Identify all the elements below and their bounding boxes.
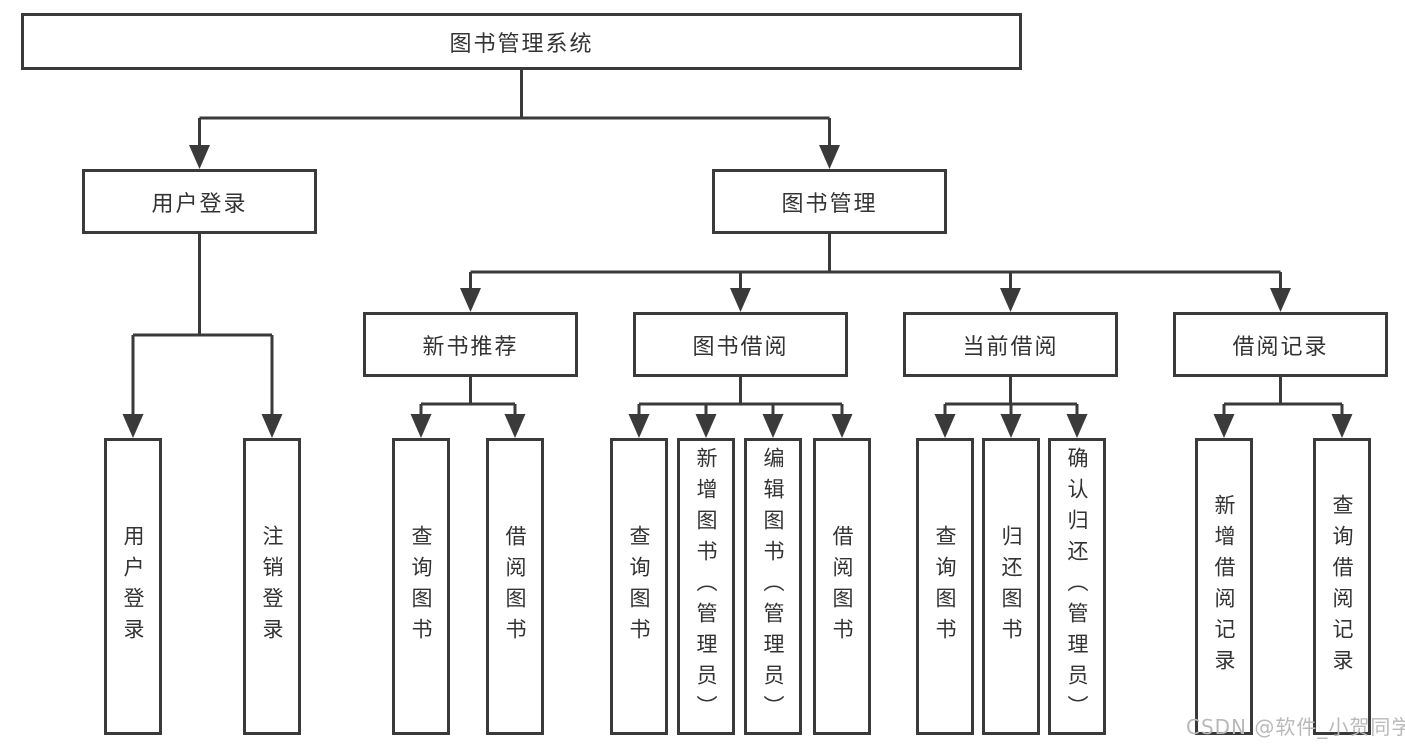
leaf-return-books: 归还图书	[982, 438, 1040, 735]
leaf-borrow-books-recommend: 借阅图书	[486, 438, 544, 735]
leaf-label: 确认归还（管理员）	[1065, 447, 1089, 726]
leaf-label: 归还图书	[999, 524, 1023, 649]
arrowhead-down-icons	[122, 145, 1353, 438]
node-book-management: 图书管理	[712, 169, 947, 234]
leaf-label: 注销登录	[260, 524, 284, 649]
leaf-label: 借阅图书	[503, 524, 527, 649]
node-root-system: 图书管理系统	[21, 13, 1022, 70]
leaf-label: 新增借阅记录	[1212, 493, 1236, 680]
leaf-label: 查询图书	[627, 524, 651, 649]
node-user-login: 用户登录	[82, 169, 317, 234]
leaf-add-borrow-record: 新增借阅记录	[1195, 438, 1253, 735]
leaf-borrow-books: 借阅图书	[813, 438, 871, 735]
leaf-edit-books-admin: 编辑图书（管理员）	[744, 438, 802, 735]
leaf-label: 查询图书	[409, 524, 433, 649]
leaf-confirm-return-admin: 确认归还（管理员）	[1048, 438, 1106, 735]
leaf-label: 查询图书	[933, 524, 957, 649]
node-book-borrowing: 图书借阅	[633, 312, 848, 377]
leaf-add-books-admin: 新增图书（管理员）	[677, 438, 735, 735]
leaf-label: 用户登录	[121, 524, 145, 649]
leaf-query-books-recommend: 查询图书	[392, 438, 450, 735]
leaf-user-login: 用户登录	[104, 438, 162, 735]
leaf-label: 查询借阅记录	[1330, 493, 1354, 680]
leaf-label: 编辑图书（管理员）	[761, 447, 785, 726]
csdn-watermark: CSDN @软件_小贺同学	[1186, 715, 1405, 739]
tree-connector-lines	[131, 70, 1344, 418]
leaf-logout: 注销登录	[243, 438, 301, 735]
leaf-query-books-borrowing: 查询图书	[610, 438, 668, 735]
leaf-query-books-current: 查询图书	[916, 438, 974, 735]
node-current-borrowing: 当前借阅	[903, 312, 1118, 377]
node-new-book-recommend: 新书推荐	[363, 312, 578, 377]
leaf-query-borrow-record: 查询借阅记录	[1313, 438, 1371, 735]
node-borrowing-records: 借阅记录	[1173, 312, 1388, 377]
leaf-label: 借阅图书	[830, 524, 854, 649]
leaf-label: 新增图书（管理员）	[694, 447, 718, 726]
